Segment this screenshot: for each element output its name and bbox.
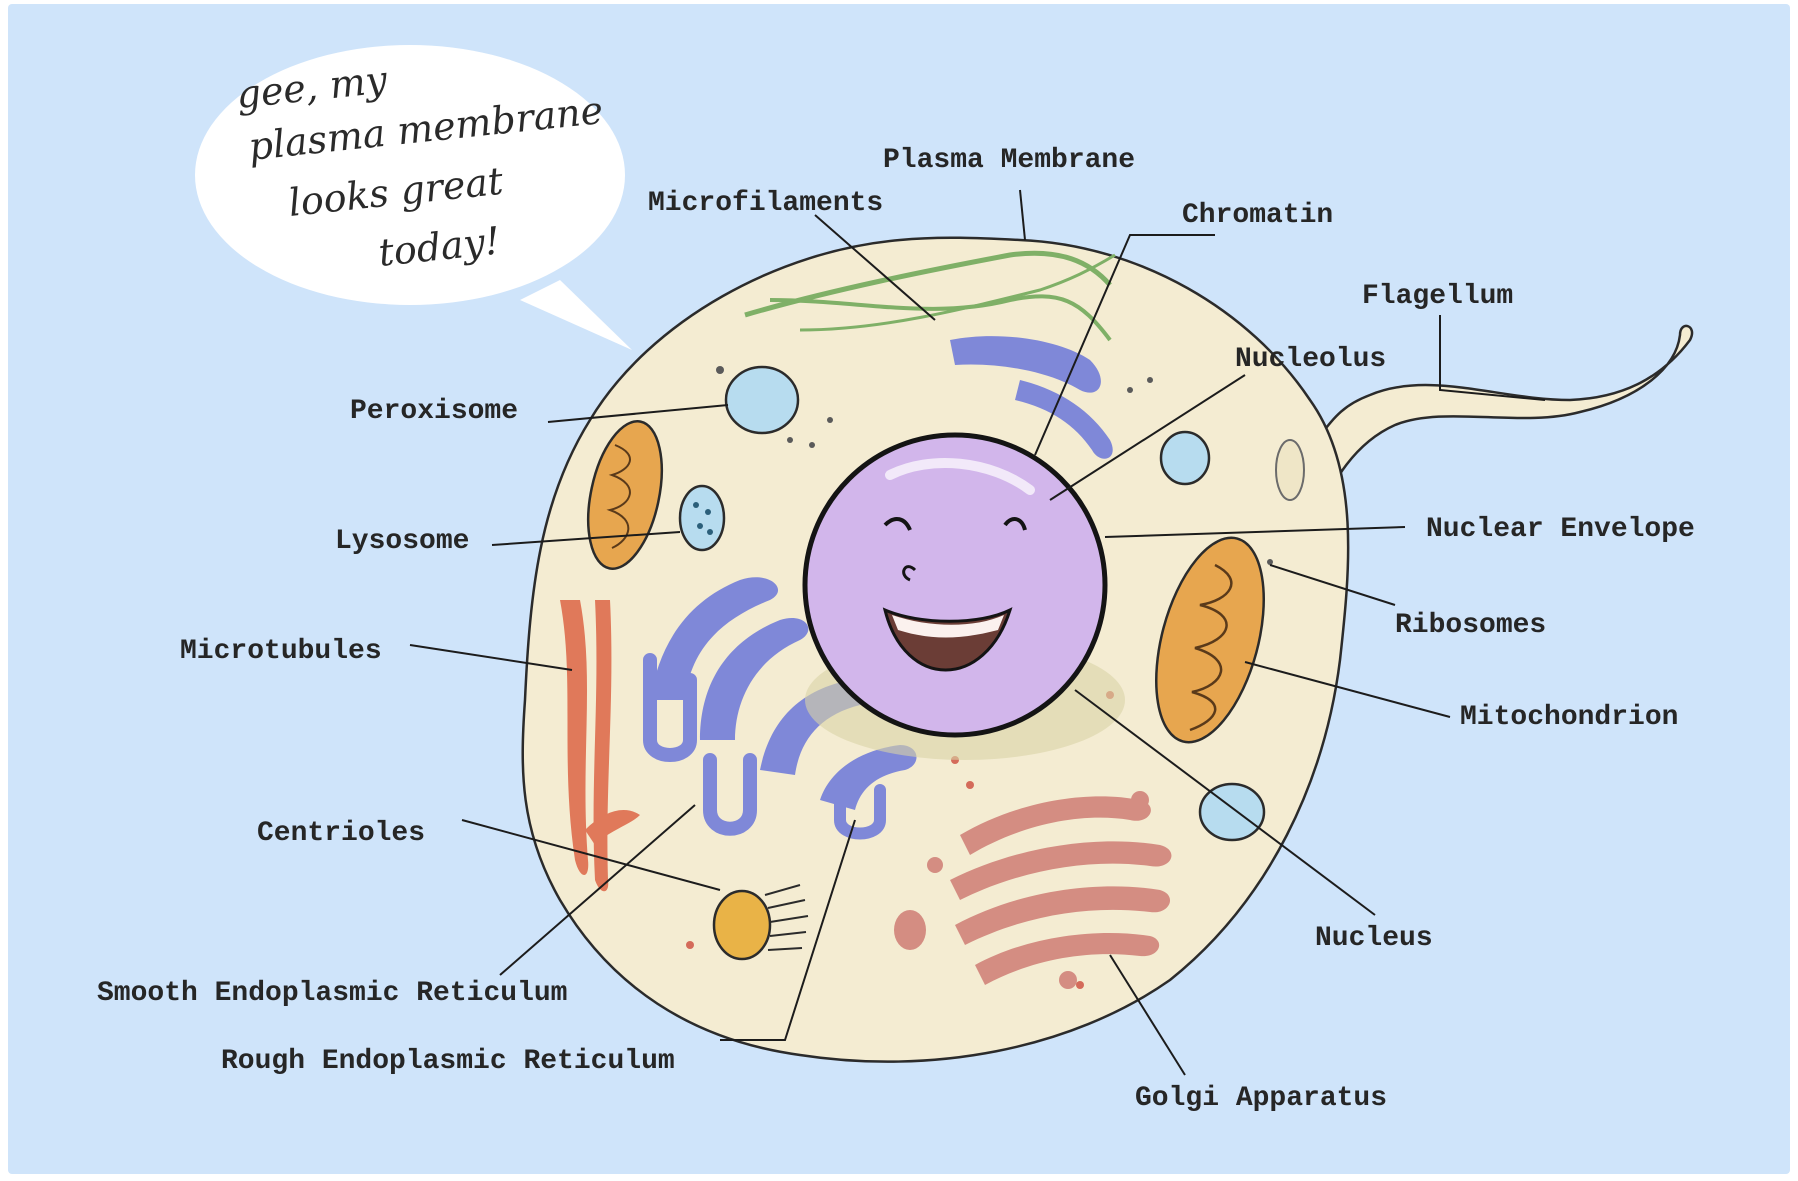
label-golgi: Golgi Apparatus [1135,1083,1387,1114]
label-flagellum: Flagellum [1362,281,1513,312]
ribosome [1267,559,1273,565]
lysosome-enzyme [705,509,711,515]
label-plasma-membrane: Plasma Membrane [883,145,1135,176]
lysosome [680,486,724,550]
lysosome-enzyme [697,523,703,529]
peroxisome [726,367,798,433]
label-microfilaments: Microfilaments [648,188,883,219]
label-smooth-er: Smooth Endoplasmic Reticulum [97,978,567,1009]
centriole [714,891,770,959]
ribosome [1127,387,1133,393]
label-lysosome: Lysosome [335,526,469,557]
vesicle [1276,440,1304,500]
ribosome [716,366,724,374]
label-centrioles: Centrioles [257,818,425,849]
ribosome [966,781,974,789]
golgi-vesicle [1059,971,1077,989]
vesicle [1161,432,1209,484]
ribosome [1147,377,1153,383]
golgi-vesicle [1131,791,1149,809]
vesicle [1200,784,1264,840]
golgi-vesicle [927,857,943,873]
label-nucleolus: Nucleolus [1235,344,1386,375]
lysosome-body [680,486,724,550]
ribosome [787,437,793,443]
lysosome-enzyme [707,529,713,535]
label-microtubules: Microtubules [180,636,382,667]
label-ribosomes: Ribosomes [1395,610,1546,641]
label-rough-er: Rough Endoplasmic Reticulum [221,1046,675,1077]
label-nucleus: Nucleus [1315,923,1433,954]
ribosome [686,941,694,949]
label-chromatin: Chromatin [1182,200,1333,231]
label-peroxisome: Peroxisome [350,396,518,427]
label-nuclear-envelope: Nuclear Envelope [1426,514,1695,545]
label-mitochondrion: Mitochondrion [1460,702,1678,733]
ribosome [1076,981,1084,989]
lysosome-enzyme [693,502,699,508]
ribosome [809,442,815,448]
nuclear-envelope [805,435,1105,735]
golgi-vesicle [894,910,926,950]
ribosome [827,417,833,423]
